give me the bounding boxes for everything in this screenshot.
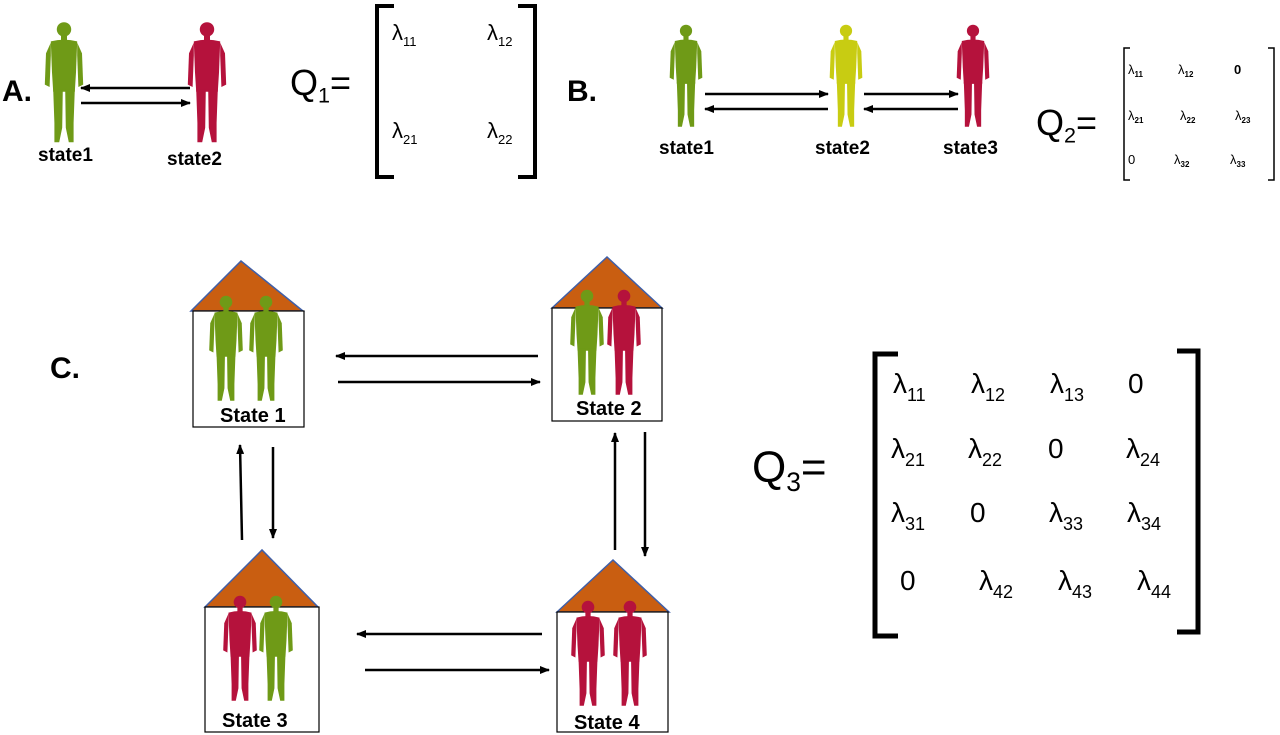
matrix-q3-entry: λ43 bbox=[1058, 565, 1093, 602]
matrix-q3-entry: 0 bbox=[1048, 433, 1064, 464]
matrix-q3-entry: λ31 bbox=[891, 497, 926, 534]
arrow-state3-to-state1 bbox=[236, 444, 245, 541]
house-state-1 bbox=[189, 259, 306, 428]
matrix-q3-entry: λ42 bbox=[979, 565, 1014, 602]
matrix-q2-entry: λ12 bbox=[1178, 62, 1194, 79]
matrix-q3-entry: λ22 bbox=[968, 433, 1003, 470]
matrix-q2-right-bracket bbox=[1268, 47, 1275, 181]
state-label: state1 bbox=[659, 138, 714, 159]
matrix-q3-entry: 0 bbox=[1128, 368, 1144, 399]
matrix-q1-entry: λ12 bbox=[487, 20, 513, 49]
matrix-q1-entry: λ21 bbox=[392, 118, 418, 147]
matrix-q1-entry: λ22 bbox=[487, 118, 513, 147]
person-figure-mid bbox=[829, 24, 863, 127]
matrix-q3-entry: 0 bbox=[970, 497, 986, 528]
matrix-q2-entry: λ21 bbox=[1128, 108, 1144, 125]
person-figure-healthy bbox=[44, 22, 84, 143]
matrix-q2-entry: 0 bbox=[1234, 62, 1242, 77]
house-label: State 3 bbox=[222, 710, 288, 732]
matrix-q2-left-bracket bbox=[1123, 47, 1130, 181]
matrix-q2-entry: λ11 bbox=[1128, 62, 1143, 79]
matrix-q3-entry: 0 bbox=[900, 565, 916, 596]
matrix-q3-entry: λ21 bbox=[891, 433, 926, 470]
matrix-q2-name: Q2= bbox=[1036, 102, 1098, 148]
matrix-q1-right-bracket bbox=[518, 4, 537, 179]
person-figure-healthy bbox=[669, 24, 703, 127]
matrix-q3-entry: λ11 bbox=[893, 368, 926, 405]
panel-b-label: B. bbox=[567, 75, 597, 108]
person-figure-infected bbox=[956, 24, 990, 127]
house-state-2 bbox=[550, 255, 664, 422]
matrix-q1-entry: λ11 bbox=[392, 20, 417, 49]
matrix-q1-left-bracket bbox=[375, 4, 394, 179]
matrix-q2-entry: λ23 bbox=[1235, 108, 1251, 125]
panel-c-label: C. bbox=[50, 352, 80, 385]
matrix-q3-entry: λ33 bbox=[1049, 497, 1084, 534]
matrix-q2-entry: λ32 bbox=[1174, 152, 1190, 169]
house-state-3 bbox=[203, 548, 320, 733]
matrix-q3-entry: λ13 bbox=[1050, 368, 1085, 405]
state-label: state2 bbox=[815, 138, 870, 159]
house-state-4 bbox=[555, 558, 671, 733]
house-label: State 4 bbox=[574, 712, 640, 734]
matrix-q2-entry: λ22 bbox=[1180, 108, 1196, 125]
matrix-q2-entry: 0 bbox=[1128, 152, 1136, 167]
state-label: state3 bbox=[943, 138, 998, 159]
state-label: state1 bbox=[38, 145, 93, 166]
matrix-q2-entry: λ33 bbox=[1230, 152, 1246, 169]
matrix-q3-entry: λ44 bbox=[1137, 565, 1172, 602]
matrix-q3-entry: λ24 bbox=[1126, 433, 1161, 470]
state-label: state2 bbox=[167, 149, 222, 170]
panel-a-label: A. bbox=[2, 75, 32, 108]
house-label: State 1 bbox=[220, 405, 286, 427]
matrix-q3-name: Q3= bbox=[752, 443, 827, 498]
person-figure-infected bbox=[187, 22, 227, 143]
matrix-q1-name: Q1= bbox=[290, 62, 352, 108]
matrix-q3-left-bracket bbox=[872, 351, 898, 639]
matrix-q3-entry: λ34 bbox=[1127, 497, 1162, 534]
matrix-q3-right-bracket bbox=[1177, 348, 1201, 635]
house-label: State 2 bbox=[576, 398, 642, 420]
matrix-q3-entry: λ12 bbox=[971, 368, 1006, 405]
